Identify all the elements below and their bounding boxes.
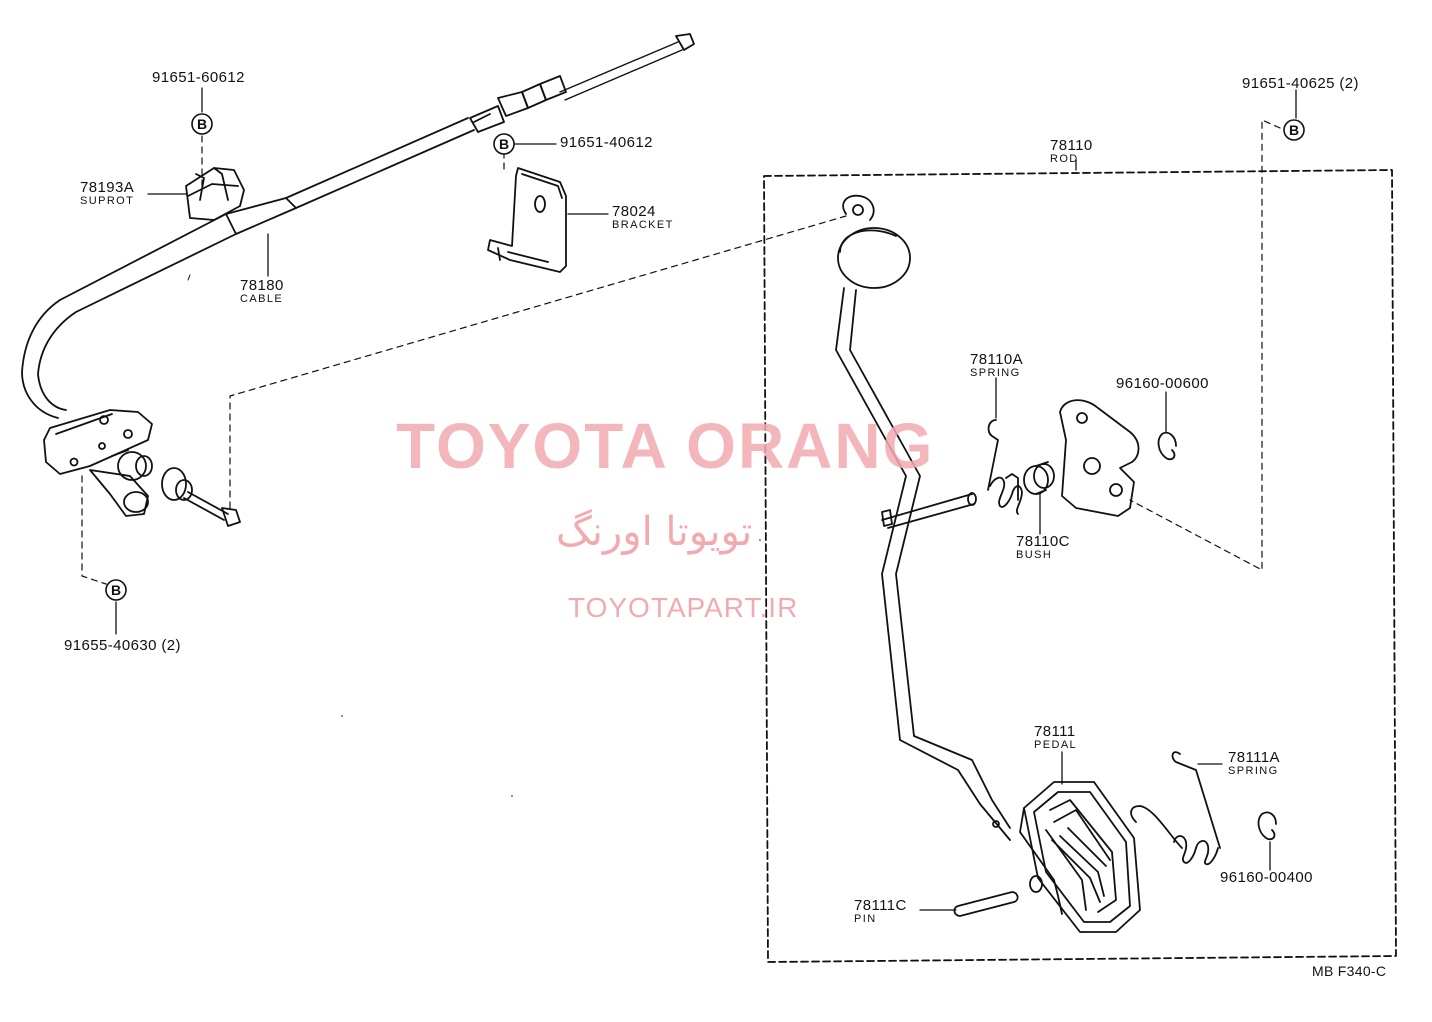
part-name-label: BRACKET — [612, 219, 674, 231]
bolt-symbol: B — [493, 133, 515, 155]
bolt-symbol: B — [105, 579, 127, 601]
part-name-label: SUPROT — [80, 195, 135, 207]
part-number-label: 78110A — [970, 351, 1024, 368]
bolt-symbol: B — [191, 113, 213, 135]
part-number-label: 78110 — [1050, 137, 1093, 154]
part-number-label: 96160-00400 — [1220, 869, 1313, 886]
bush-drawing — [1023, 461, 1055, 495]
part-number-label: 78024 — [612, 203, 656, 220]
part-name-label: SPRING — [1228, 765, 1279, 777]
part-name-label: BUSH — [1016, 549, 1053, 561]
bolt-symbol-label: B — [111, 582, 121, 598]
rod-drawing — [835, 194, 1011, 841]
part-number-label: 78111C — [854, 897, 907, 914]
pin-drawing — [953, 891, 1019, 917]
part-name-label: ROD — [1050, 153, 1079, 165]
part-number-label: 91651-40612 — [560, 134, 653, 151]
cable-end-bracket-drawing — [43, 409, 241, 527]
bolt-symbol-label: B — [197, 116, 207, 132]
watermark-persian: تویوتا اورنگ — [556, 509, 753, 555]
leader-lines — [115, 87, 1297, 911]
rod-assembly-frame — [763, 169, 1397, 963]
part-number-label: 78180 — [240, 277, 284, 294]
pivot-bracket-drawing — [1059, 399, 1140, 517]
part-number-label: 91655-40630 (2) — [64, 637, 181, 654]
part-number-label: 78193A — [80, 179, 135, 196]
part-number-label: 78110C — [1016, 533, 1070, 550]
part-number-label: 96160-00600 — [1116, 375, 1209, 392]
watermark-title: TOYOTA ORANG — [396, 410, 935, 482]
part-number-label: 78111A — [1228, 749, 1280, 766]
spring-78111a-drawing — [1130, 751, 1221, 866]
assembly-guide-lines — [81, 119, 1281, 585]
bracket-drawing — [487, 167, 567, 273]
part-number-label: 91651-40625 (2) — [1242, 75, 1359, 92]
part-name-label: PIN — [854, 913, 877, 925]
bolt-symbol: B — [1283, 119, 1305, 141]
watermark-url: TOYOTAPART.IR — [568, 592, 799, 623]
spring-78110a-drawing — [987, 419, 1023, 515]
bolt-symbol-label: B — [499, 136, 509, 152]
cable-drawing — [21, 33, 695, 419]
part-number-label: 78111 — [1034, 723, 1076, 740]
support-drawing — [185, 167, 245, 221]
bolt-symbol-label: B — [1289, 122, 1299, 138]
e-ring-lower-drawing — [1257, 811, 1277, 841]
figure-code: MB F340-C — [1312, 963, 1387, 979]
e-ring-upper-drawing — [1157, 431, 1177, 461]
part-name-label: CABLE — [240, 293, 284, 305]
part-name-label: PEDAL — [1034, 739, 1078, 751]
part-number-label: 91651-60612 — [152, 69, 245, 86]
part-name-label: SPRING — [970, 367, 1021, 379]
pedal-drawing — [1019, 781, 1141, 933]
